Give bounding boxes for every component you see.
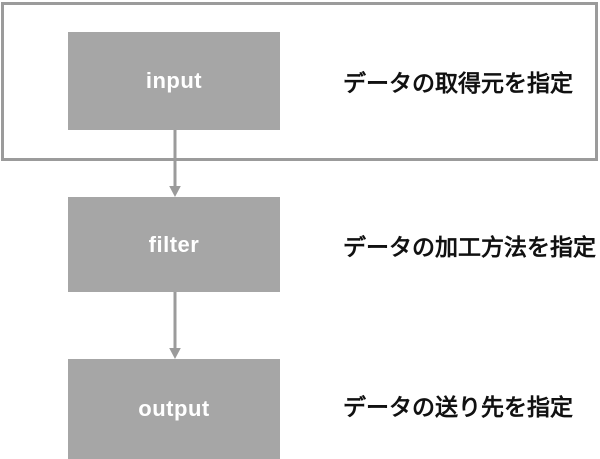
node-box-filter: filter <box>68 197 280 292</box>
arrow-head <box>169 186 181 197</box>
node-description-output: データの送り先を指定 <box>343 355 573 455</box>
node-description-output-text: データの送り先を指定 <box>343 394 573 420</box>
node-description-filter-text: データの加工方法を指定 <box>343 233 596 260</box>
arrow-input-to-filter-icon <box>169 130 181 197</box>
arrow-filter-to-output-icon <box>169 292 181 359</box>
node-box-output: output <box>68 359 280 459</box>
node-label-input: input <box>145 68 203 93</box>
input-section-frame <box>1 2 598 161</box>
node-label-output: output <box>138 396 210 421</box>
node-description-input: データの取得元を指定 <box>343 32 573 130</box>
arrow-head <box>169 348 181 359</box>
node-label-filter: filter <box>148 231 200 257</box>
node-description-input-text: データの取得元を指定 <box>343 70 573 96</box>
node-description-filter: データの加工方法を指定 <box>343 197 596 292</box>
node-box-input: input <box>68 32 280 130</box>
